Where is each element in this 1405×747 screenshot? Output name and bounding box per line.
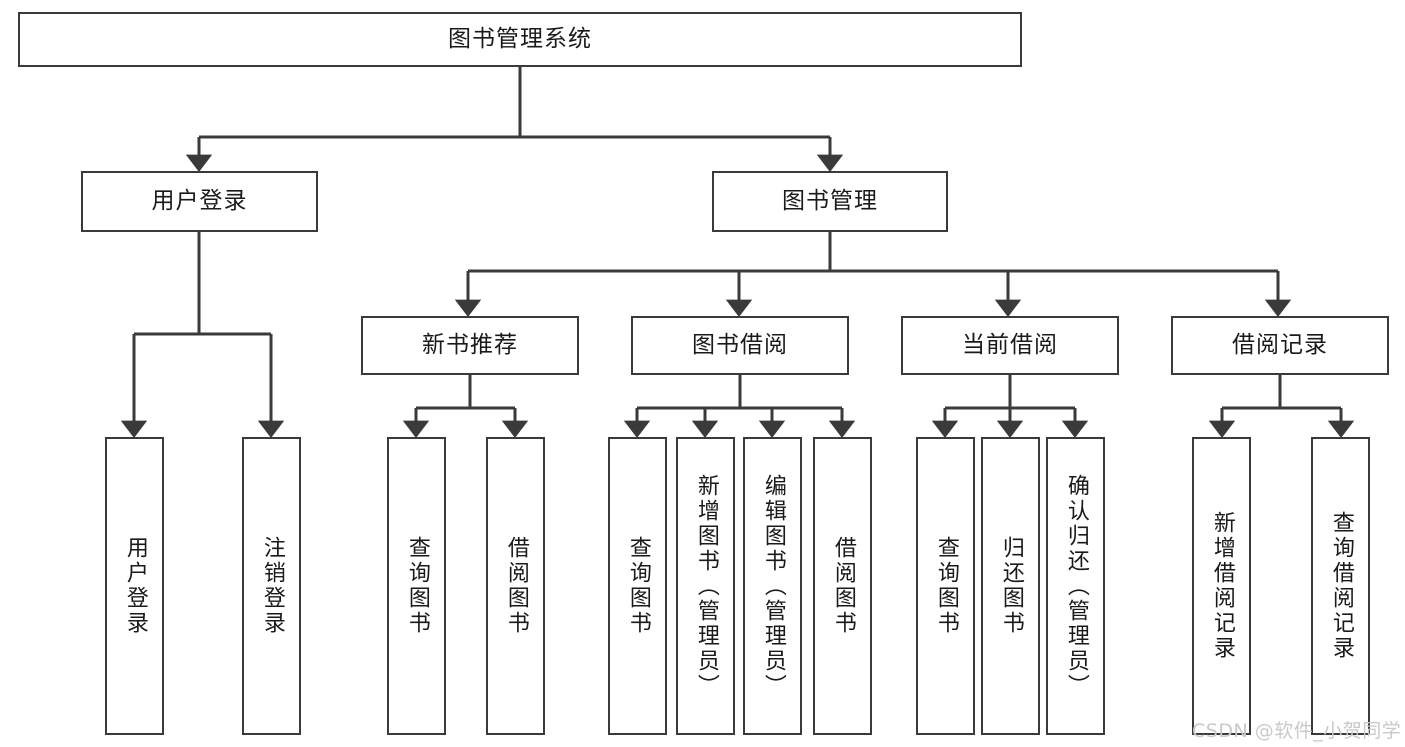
node-leaf-query-book-borrow[interactable]: 查询图书 bbox=[608, 437, 667, 735]
node-leaf-borrow-book[interactable]: 借阅图书 bbox=[813, 437, 872, 735]
node-borrow-record[interactable]: 借阅记录 bbox=[1171, 316, 1389, 375]
node-book-manage[interactable]: 图书管理 bbox=[712, 171, 948, 232]
node-leaf-confirm-return-admin[interactable]: 确认归还（管理员） bbox=[1046, 437, 1105, 735]
node-leaf-query-book-current[interactable]: 查询图书 bbox=[916, 437, 975, 735]
node-root[interactable]: 图书管理系统 bbox=[18, 12, 1022, 67]
node-leaf-add-book-admin[interactable]: 新增图书（管理员） bbox=[676, 437, 735, 735]
node-current-borrow[interactable]: 当前借阅 bbox=[901, 316, 1119, 375]
node-user-login[interactable]: 用户登录 bbox=[81, 171, 318, 232]
node-leaf-borrow-book-recommend[interactable]: 借阅图书 bbox=[486, 437, 545, 735]
csdn-watermark: CSDN @软件_小贺同学 bbox=[1192, 720, 1402, 742]
node-leaf-add-borrow-record[interactable]: 新增借阅记录 bbox=[1192, 437, 1251, 735]
node-leaf-query-book-recommend[interactable]: 查询图书 bbox=[387, 437, 446, 735]
node-leaf-edit-book-admin[interactable]: 编辑图书（管理员） bbox=[743, 437, 802, 735]
node-new-book-recommend[interactable]: 新书推荐 bbox=[361, 316, 579, 375]
node-book-borrow[interactable]: 图书借阅 bbox=[631, 316, 849, 375]
node-leaf-user-login[interactable]: 用户登录 bbox=[105, 437, 164, 735]
node-leaf-query-borrow-record[interactable]: 查询借阅记录 bbox=[1311, 437, 1370, 735]
node-leaf-logout[interactable]: 注销登录 bbox=[242, 437, 301, 735]
node-leaf-return-book[interactable]: 归还图书 bbox=[981, 437, 1040, 735]
